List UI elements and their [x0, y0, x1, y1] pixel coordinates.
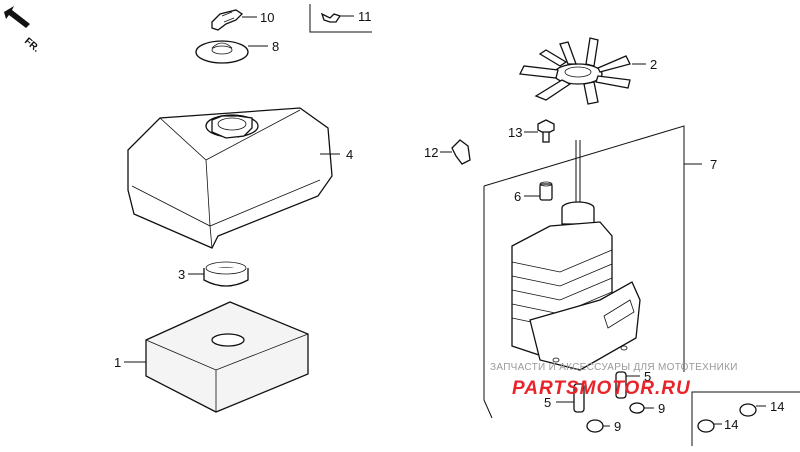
callout-3: 3 — [178, 267, 185, 282]
part-13-bolt — [524, 119, 555, 143]
callout-11: 11 — [358, 9, 372, 24]
part-1-foam-element — [124, 301, 309, 413]
watermark-tagline: ЗАПЧАСТИ И АКСЕССУАРЫ ДЛЯ МОТОТЕХНИКИ — [490, 362, 738, 373]
callout-9-lower: 9 — [614, 419, 621, 434]
callout-1: 1 — [114, 355, 121, 370]
callout-14-lower: 14 — [724, 417, 738, 432]
watermark-brand: PARTSMOTOR.RU — [512, 378, 691, 399]
part-14-nut-lower — [697, 419, 722, 433]
front-direction-indicator: FR. — [4, 6, 42, 55]
part-7-muffler-assembly — [511, 140, 641, 371]
callout-5-right: 5 — [644, 369, 651, 384]
callout-13: 13 — [508, 125, 522, 140]
callout-14-upper: 14 — [770, 399, 784, 414]
part-5-stud-left — [556, 383, 585, 413]
part-9-nut-upper — [629, 402, 654, 414]
part-12-bolt — [440, 139, 471, 165]
part-11-wing-nut — [309, 4, 372, 33]
part-3-grommet — [188, 261, 249, 287]
part-2-fan — [519, 37, 646, 105]
callout-10: 10 — [260, 10, 274, 25]
callout-9-upper: 9 — [658, 401, 665, 416]
part-5-stud-right — [615, 371, 640, 399]
part-6-bushing — [524, 181, 553, 201]
front-direction-label: FR. — [22, 36, 42, 55]
callout-7: 7 — [710, 157, 717, 172]
part-9-nut-lower — [586, 419, 610, 433]
callout-8: 8 — [272, 39, 279, 54]
part-10-clip — [211, 9, 257, 31]
callout-5-left: 5 — [544, 395, 551, 410]
callout-2: 2 — [650, 57, 657, 72]
callout-4: 4 — [346, 147, 353, 162]
part-4-air-cleaner-cover — [127, 107, 340, 249]
part-7-bracket — [483, 125, 702, 419]
callout-12: 12 — [424, 145, 438, 160]
callout-6: 6 — [514, 189, 521, 204]
front-arrow-icon — [4, 6, 30, 28]
part-14-nut-upper — [691, 391, 800, 446]
part-8-cap — [195, 40, 268, 64]
